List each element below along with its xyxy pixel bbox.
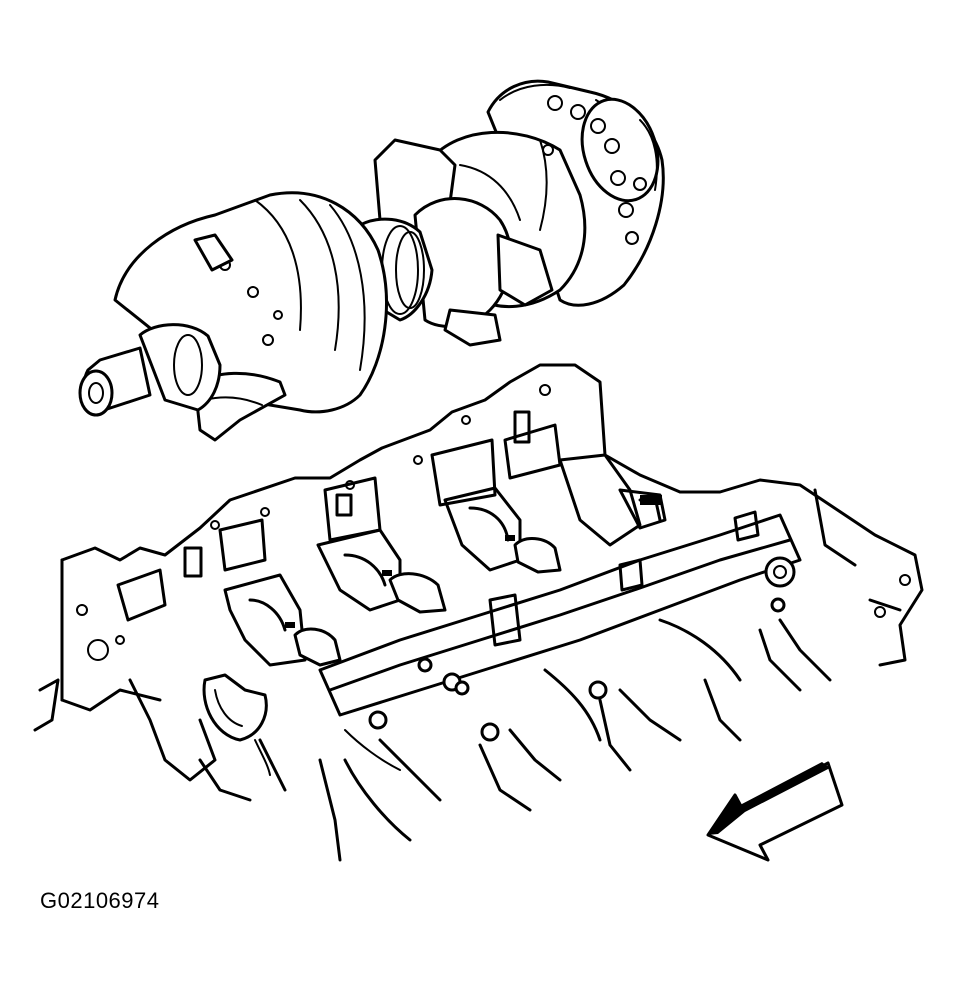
bulkheads	[116, 384, 562, 622]
figure-code: G02106974	[40, 888, 160, 913]
main-bearing-saddles	[202, 453, 667, 742]
bearing-cap-rail	[318, 510, 802, 742]
crankshaft	[78, 79, 665, 442]
crankcase-lower	[33, 604, 832, 862]
direction-arrow	[706, 761, 844, 862]
engine-block	[33, 363, 924, 862]
